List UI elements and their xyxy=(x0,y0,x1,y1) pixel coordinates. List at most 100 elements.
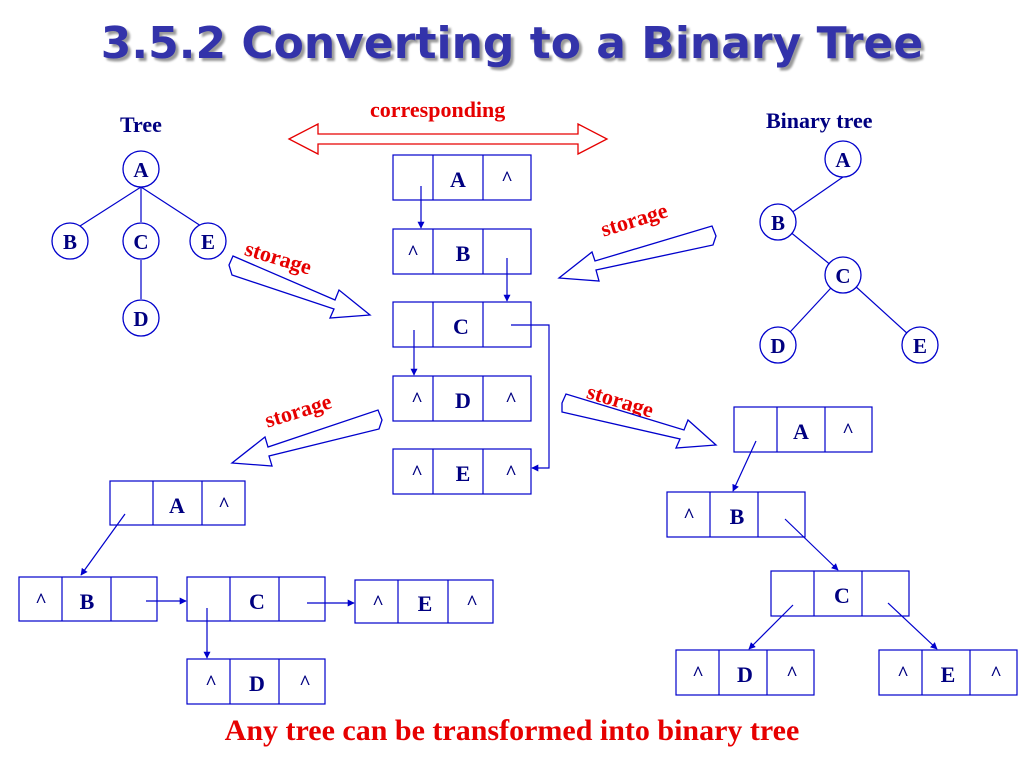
left-node-d-box xyxy=(186,658,326,705)
center-node-list: A ^ ^ B C xyxy=(392,154,550,495)
right-node-c-box xyxy=(770,570,910,617)
left-node-e-right: ^ xyxy=(466,592,478,614)
left-node-b-box xyxy=(18,576,158,622)
right-node-e-data: E xyxy=(941,662,956,687)
tree-node-a-label: A xyxy=(133,158,149,182)
tree-node-e xyxy=(189,222,227,260)
corresponding-double-arrow xyxy=(287,122,609,156)
center-node-d: ^ D ^ xyxy=(392,375,532,422)
right-node-e-left: ^ xyxy=(897,663,909,685)
left-node-b-data: B xyxy=(80,589,95,614)
right-node-b-box xyxy=(666,491,806,538)
right-ptr-b-to-c xyxy=(784,518,839,571)
bt-node-b-label: B xyxy=(771,211,785,235)
left-ptr-a-to-b xyxy=(80,513,126,576)
tree-node-e-label: E xyxy=(201,230,215,254)
tree-node-a xyxy=(122,150,160,188)
bt-node-e-label: E xyxy=(913,334,927,358)
left-node-d-data: D xyxy=(249,671,265,696)
right-node-a-box xyxy=(733,406,873,453)
right-node-d-data: D xyxy=(737,662,753,687)
right-node-b-left: ^ xyxy=(683,505,695,527)
center-node-b-left: ^ xyxy=(407,242,419,264)
left-node-b: ^ B xyxy=(18,576,158,622)
left-node-e-box xyxy=(354,579,494,624)
center-node-d-left: ^ xyxy=(411,389,423,411)
right-node-b: ^ B xyxy=(666,491,806,538)
center-node-a-right: ^ xyxy=(501,168,513,190)
storage-arrow-tree xyxy=(228,255,372,319)
right-node-b-data: B xyxy=(730,504,745,529)
center-node-e: ^ E ^ xyxy=(392,448,532,495)
storage-arrow-left xyxy=(230,409,383,467)
center-node-a-data: A xyxy=(450,167,466,192)
right-node-a-data: A xyxy=(793,419,809,444)
center-node-b-box xyxy=(392,228,532,275)
left-node-a-data: A xyxy=(169,493,185,518)
center-node-d-data: D xyxy=(455,388,471,413)
left-node-e-left: ^ xyxy=(372,592,384,614)
right-node-d-left: ^ xyxy=(692,663,704,685)
storage-arrow-binary xyxy=(557,225,717,282)
center-node-d-right: ^ xyxy=(505,389,517,411)
edge-a-e xyxy=(140,186,202,227)
left-storage: A ^ ^ B C xyxy=(18,480,494,705)
tree-node-c-label: C xyxy=(133,230,148,254)
right-storage: A ^ ^ B C xyxy=(666,406,1018,696)
right-node-e-right: ^ xyxy=(990,663,1002,685)
edge-a-b xyxy=(79,186,142,227)
binary-tree: A B C D E xyxy=(759,140,939,364)
bt-node-d-label: D xyxy=(770,334,785,358)
left-node-a-box xyxy=(109,480,246,526)
caption: Any tree can be transformed into binary … xyxy=(224,714,800,747)
right-node-c-data: C xyxy=(834,583,850,608)
tree-node-d xyxy=(122,299,160,337)
left-node-a-right: ^ xyxy=(218,494,230,516)
left-node-a: A ^ xyxy=(109,480,246,526)
center-node-c: C xyxy=(392,301,532,348)
tree-node-b-label: B xyxy=(63,230,77,254)
tree-node-b xyxy=(51,222,89,260)
left-node-c-data: C xyxy=(249,589,265,614)
storage-arrow-right xyxy=(561,393,718,449)
center-node-a: A ^ xyxy=(392,154,532,201)
tree-label: Tree xyxy=(120,112,162,137)
binary-tree-label: Binary tree xyxy=(766,108,873,133)
center-node-b: ^ B xyxy=(392,228,532,275)
center-node-a-box xyxy=(392,154,532,201)
right-node-e: ^ E ^ xyxy=(878,649,1018,696)
left-node-d: ^ D ^ xyxy=(186,658,326,705)
right-node-e-box xyxy=(878,649,1018,696)
center-node-e-data: E xyxy=(456,461,471,486)
right-node-d: ^ D ^ xyxy=(675,649,815,696)
left-node-b-left: ^ xyxy=(35,590,47,612)
right-node-d-box xyxy=(675,649,815,696)
general-tree: A B C E D xyxy=(51,150,227,337)
right-node-a-right: ^ xyxy=(842,420,854,442)
bt-node-e xyxy=(901,326,939,364)
tree-node-d-label: D xyxy=(133,307,148,331)
bt-node-a-label: A xyxy=(835,148,851,172)
left-node-c: C xyxy=(186,576,326,622)
bt-node-c xyxy=(824,256,862,294)
bt-node-b xyxy=(759,203,797,241)
left-node-c-box xyxy=(186,576,326,622)
right-ptr-c-to-d xyxy=(748,604,794,650)
center-node-b-data: B xyxy=(456,241,471,266)
ptr-c-to-e xyxy=(511,324,550,472)
right-node-d-right: ^ xyxy=(786,663,798,685)
center-node-e-left: ^ xyxy=(411,462,423,484)
center-node-d-box xyxy=(392,375,532,422)
right-ptr-c-to-e xyxy=(887,602,938,650)
left-node-e-data: E xyxy=(418,591,433,616)
left-node-e: ^ E ^ xyxy=(354,579,494,624)
slide-title: 3.5.2 Converting to a Binary Tree xyxy=(100,18,924,69)
corresponding-label: corresponding xyxy=(370,97,506,122)
bt-node-a xyxy=(824,140,862,178)
center-node-c-data: C xyxy=(453,314,469,339)
bt-node-c-label: C xyxy=(835,264,850,288)
left-node-d-left: ^ xyxy=(205,672,217,694)
bt-node-d xyxy=(759,326,797,364)
right-ptr-a-to-b xyxy=(732,440,757,492)
